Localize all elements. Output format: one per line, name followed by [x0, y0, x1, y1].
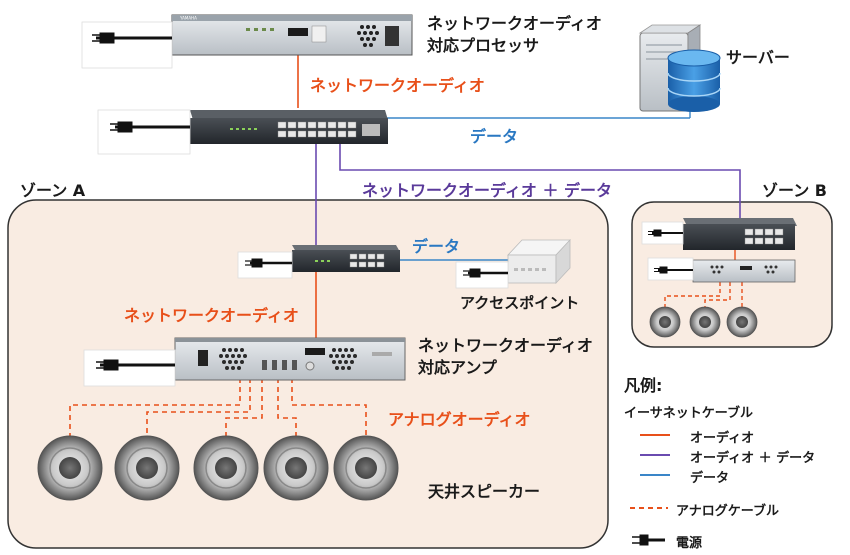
- data-label-zone-a: データ: [412, 237, 461, 256]
- network-audio-label-zone-a: ネットワークオーディオ: [124, 306, 299, 325]
- legend-power-label: 電源: [676, 536, 703, 551]
- amp-label-line2: 対応アンプ: [418, 358, 497, 377]
- access-point-label: アクセスポイント: [460, 294, 580, 312]
- svg-text:YAMAHA: YAMAHA: [179, 16, 197, 21]
- ceiling-speakers-zone-a: [37, 435, 399, 501]
- analog-cables-zone-b: [664, 282, 743, 308]
- network-audio-label-top: ネットワークオーディオ: [310, 76, 485, 95]
- processor-label-line2: 対応プロセッサ: [427, 36, 540, 55]
- analog-audio-label: アナログオーディオ: [388, 410, 531, 429]
- zone-b-amplifier-device: [692, 259, 796, 283]
- speaker-icon: [649, 306, 681, 338]
- legend-audio-label: オーディオ: [690, 431, 755, 446]
- legend-audio-data-label: オーディオ ＋ データ: [690, 451, 816, 466]
- speaker-icon: [193, 435, 259, 501]
- speaker-icon: [263, 435, 329, 501]
- power-plugs: [81, 21, 694, 387]
- amp-label-line1: ネットワークオーディオ: [418, 336, 593, 355]
- processor-label-line1: ネットワークオーディオ: [427, 14, 602, 33]
- analog-cables-zone-a: [69, 378, 367, 448]
- zone-b-switch-device: [683, 218, 797, 250]
- power-plug-icon: [455, 261, 509, 289]
- power-plug-icon: [641, 221, 684, 245]
- server-label: サーバー: [726, 48, 790, 67]
- amplifier-device: [174, 337, 406, 381]
- speaker-icon: [726, 306, 758, 338]
- zone-b-label: ゾーン B: [762, 181, 827, 200]
- power-plug-icon: [81, 21, 173, 69]
- legend-ethernet-label: イーサネットケーブル: [624, 406, 753, 421]
- cables: [297, 55, 741, 340]
- legend-title: 凡例:: [624, 376, 663, 395]
- access-point-device: [507, 238, 571, 285]
- legend-data-label: データ: [690, 471, 730, 486]
- data-label-top: データ: [470, 127, 519, 146]
- core-switch-device: [190, 110, 388, 144]
- power-plug-icon: [237, 251, 293, 279]
- audio-data-label: ネットワークオーディオ ＋ データ: [362, 181, 613, 200]
- zone-a-label: ゾーン A: [20, 181, 86, 200]
- processor-device: YAMAHA: [171, 14, 413, 56]
- legend-graphics: [630, 434, 670, 546]
- power-plug-icon: [83, 349, 176, 387]
- speaker-icon: [114, 435, 180, 501]
- speaker-icon: [37, 435, 103, 501]
- server-icon: [638, 24, 721, 112]
- power-plug-icon: [647, 257, 694, 281]
- speakers-label: 天井スピーカー: [428, 482, 541, 501]
- power-plug-icon: [97, 109, 191, 155]
- speaker-icon: [689, 306, 721, 338]
- zone-a-switch-device: [292, 245, 400, 272]
- audio-data-cable-zone-b: [339, 142, 741, 228]
- speaker-icon: [333, 435, 399, 501]
- ceiling-speakers-zone-b: [649, 306, 758, 338]
- legend-power-icon: [632, 534, 665, 546]
- legend-analog-label: アナログケーブル: [676, 504, 779, 519]
- database-icon: [667, 49, 721, 112]
